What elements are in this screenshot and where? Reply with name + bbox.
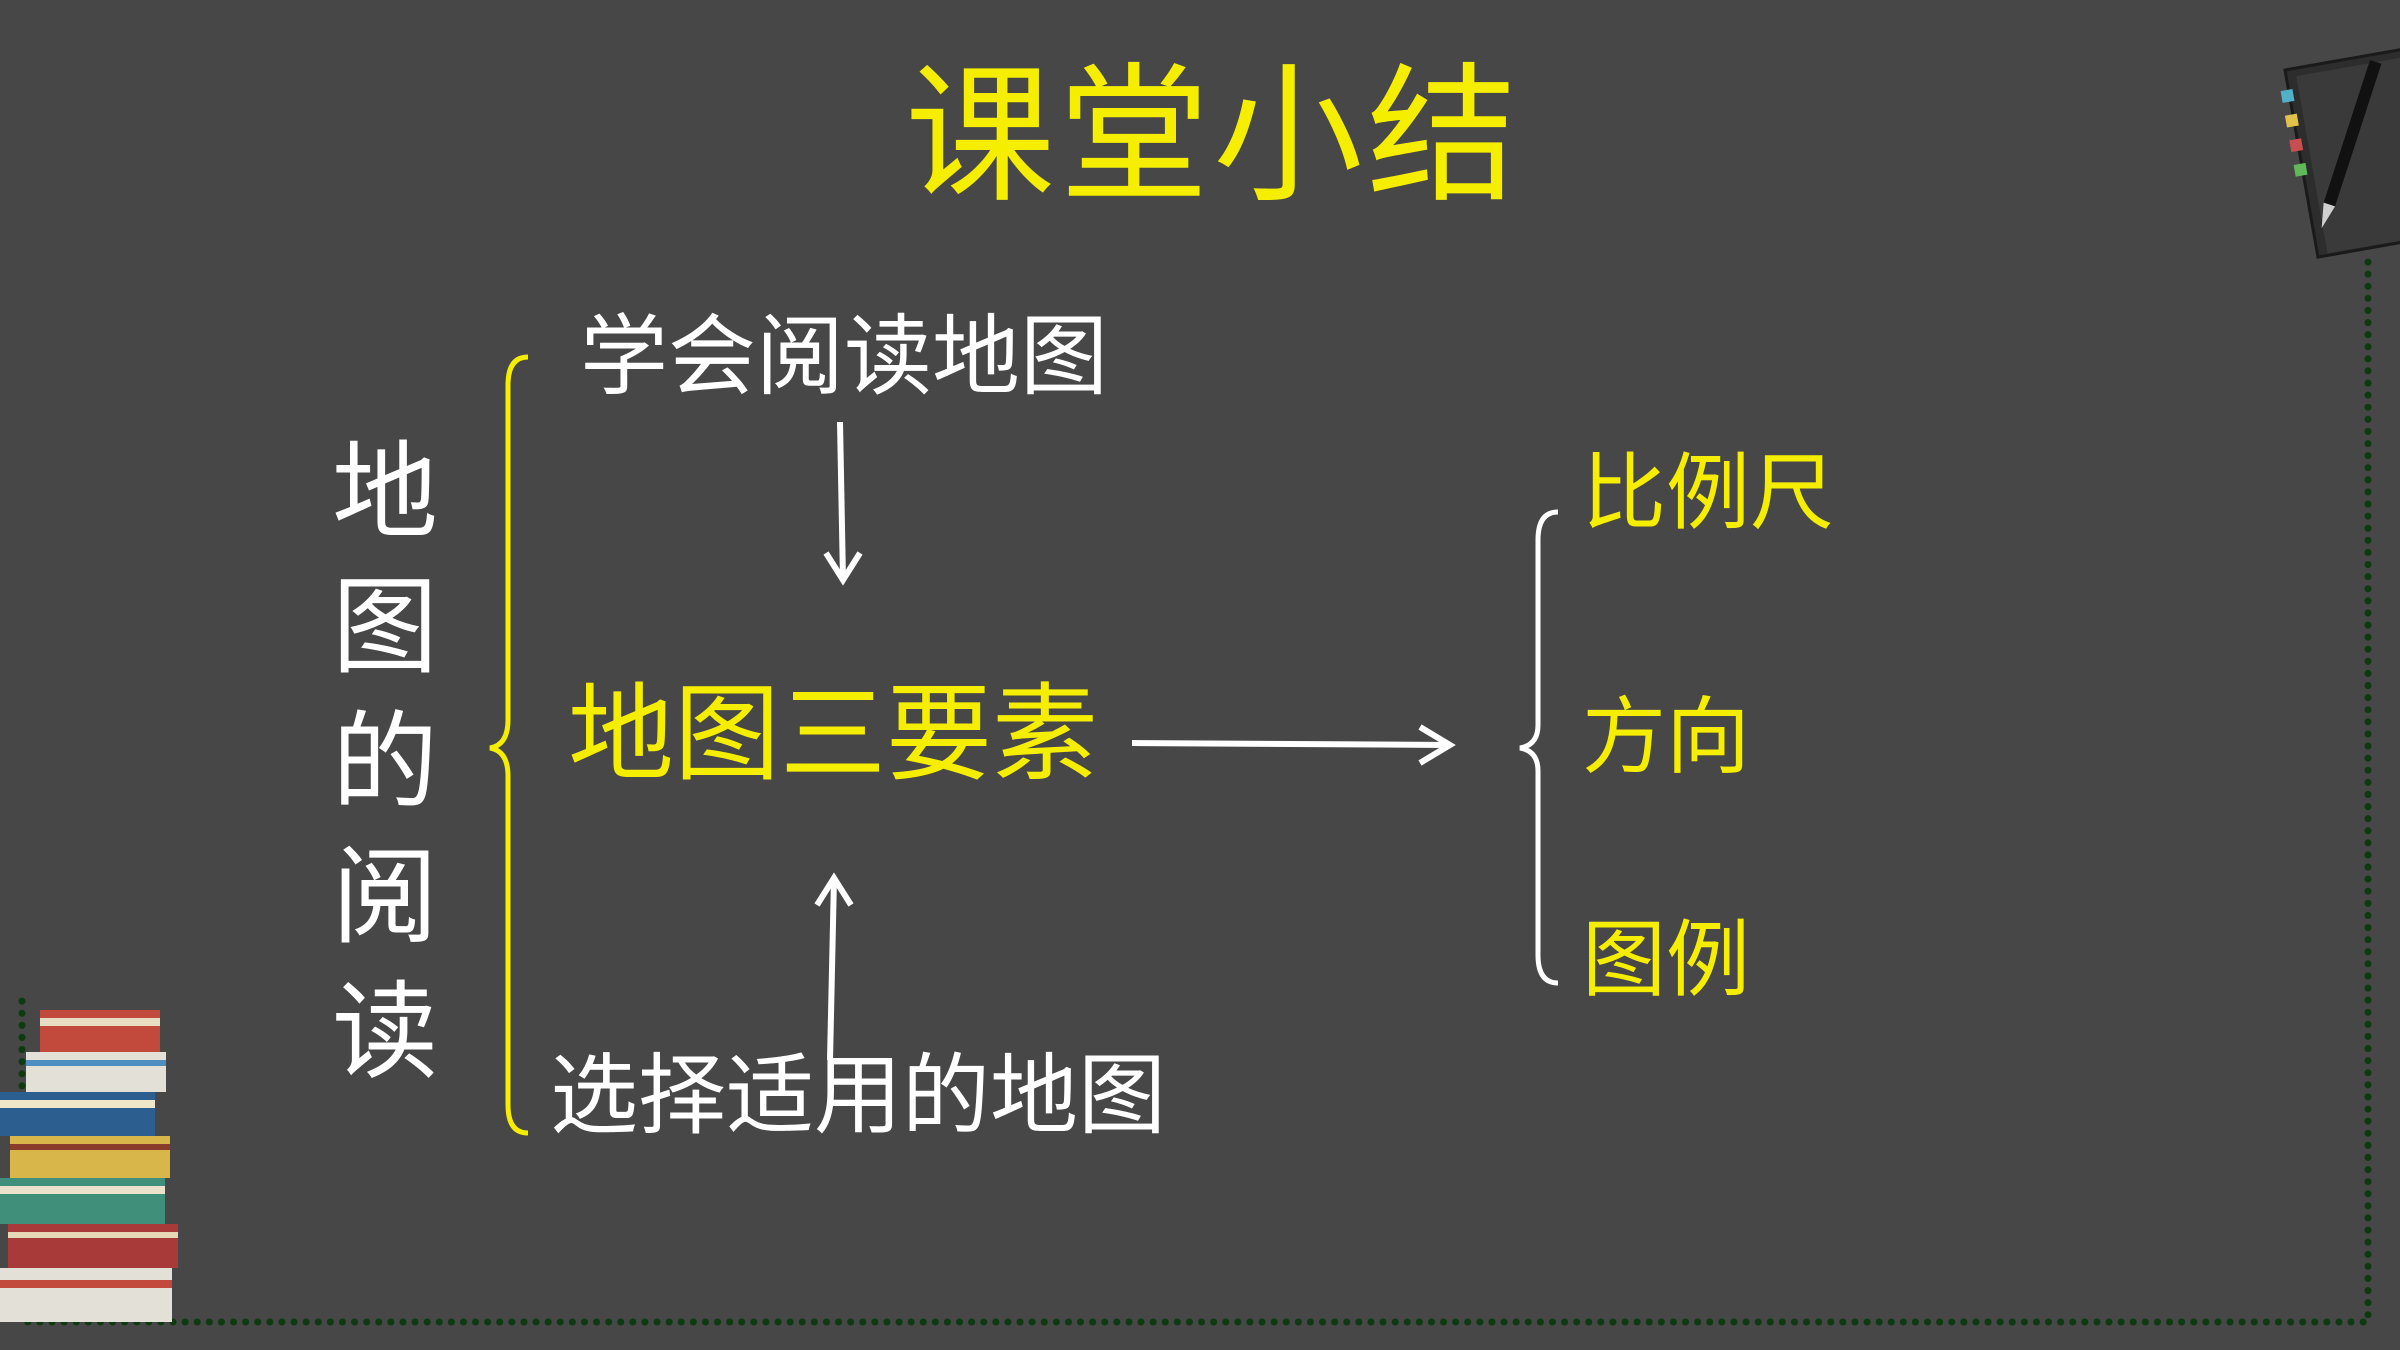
top-node: 学会阅读地图 (580, 305, 1109, 408)
slide-title: 课堂小结 (905, 50, 1522, 224)
arrow-down (837, 421, 846, 581)
element-item-legend: 图例 (1582, 911, 1751, 1009)
element-item-direction: 方向 (1582, 688, 1751, 786)
arrow-up (827, 877, 837, 1061)
right-brace (1519, 509, 1559, 986)
vertical-label: 地图的阅读 (332, 431, 438, 1094)
arrow-right (1131, 740, 1451, 748)
center-node: 地图三要素 (568, 673, 1098, 796)
element-item-scale: 比例尺 (1582, 444, 1835, 542)
bottom-node: 选择适用的地图 (550, 1044, 1167, 1147)
left-brace (489, 354, 529, 1136)
